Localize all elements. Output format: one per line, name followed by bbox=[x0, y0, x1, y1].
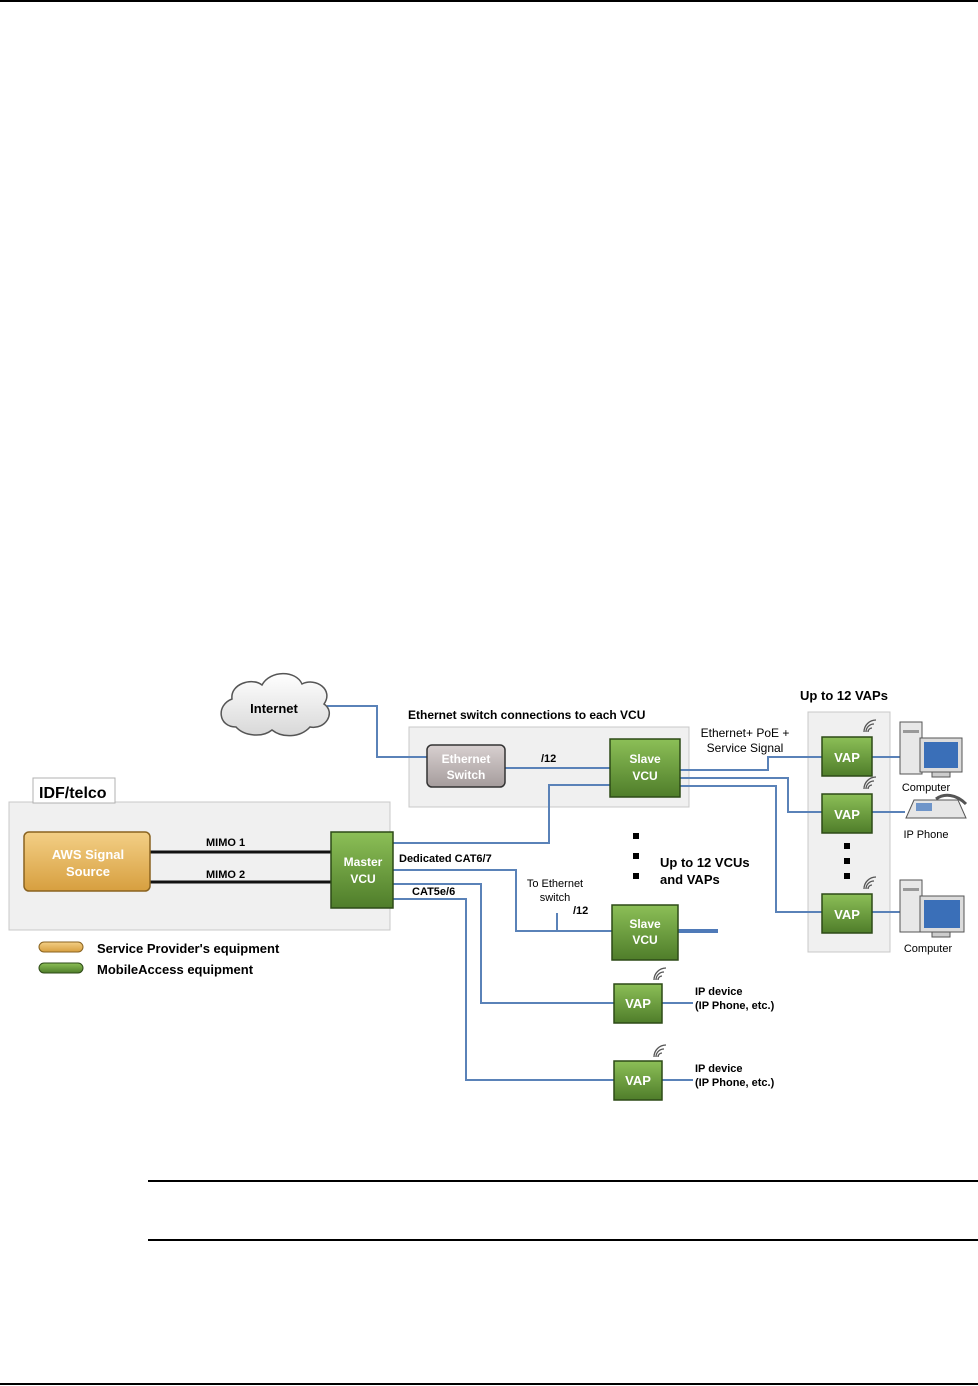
slave-to-vap1-line bbox=[680, 756, 822, 771]
legend-swatch-service-provider bbox=[38, 941, 84, 953]
aws-source-label-1: AWS Signal bbox=[52, 847, 124, 862]
ip-phone-label: IP Phone bbox=[903, 829, 948, 841]
vap-right-1: VAP bbox=[821, 736, 873, 777]
aws-source-label-2: Source bbox=[66, 864, 110, 879]
to-ethernet-switch-label-2: switch bbox=[540, 892, 571, 904]
wireless-signal-icon bbox=[653, 967, 667, 981]
ethernet-switch-box: Ethernet Switch bbox=[426, 744, 506, 788]
master-to-vap5-line bbox=[393, 898, 614, 1081]
to-ethernet-switch-label-1: To Ethernet bbox=[527, 878, 583, 890]
vap-right-3-label: VAP bbox=[834, 907, 860, 922]
mimo1-label: MIMO 1 bbox=[206, 837, 245, 849]
master-vcu-label-1: Master bbox=[344, 855, 383, 869]
up-to-12-vaps-title: Up to 12 VAPs bbox=[800, 688, 888, 703]
slave-vcu-bottom-label-2: VCU bbox=[632, 933, 657, 947]
vcu-ellipsis bbox=[633, 833, 639, 879]
wireless-signal-icon bbox=[863, 876, 877, 890]
internet-label: Internet bbox=[250, 701, 298, 716]
master-vcu-box: Master VCU bbox=[330, 831, 394, 909]
ethernet-switch-label-1: Ethernet bbox=[442, 752, 491, 766]
slash12-label-bottom: /12 bbox=[573, 905, 588, 917]
ip-device-label-1b: (IP Phone, etc.) bbox=[695, 1000, 775, 1012]
dedicated-cat-label: Dedicated CAT6/7 bbox=[399, 853, 492, 865]
slave-vcu-top: Slave VCU bbox=[609, 738, 681, 798]
wireless-signal-icon bbox=[863, 776, 877, 790]
slave-to-vap2-line bbox=[680, 777, 822, 813]
vap-right-2: VAP bbox=[821, 793, 873, 834]
note-top-rule bbox=[148, 1180, 978, 1182]
top-rule bbox=[0, 0, 978, 2]
slave-vcu-bottom: Slave VCU bbox=[611, 904, 679, 961]
ethernet-poe-label-2: Service Signal bbox=[707, 741, 784, 755]
master-vcu-label-2: VCU bbox=[350, 872, 375, 886]
slave-vcu-bottom-label-1: Slave bbox=[629, 917, 661, 931]
up-to-12-vcus-label-1: Up to 12 VCUs bbox=[660, 855, 750, 870]
vap-right-3: VAP bbox=[821, 893, 873, 934]
wireless-signal-icon bbox=[653, 1044, 667, 1058]
note-bottom-rule bbox=[148, 1239, 978, 1241]
mimo2-label: MIMO 2 bbox=[206, 869, 245, 881]
legend: Service Provider's equipment MobileAcces… bbox=[38, 941, 280, 977]
legend-service-provider-label: Service Provider's equipment bbox=[97, 941, 280, 956]
cat5-label: CAT5e/6 bbox=[412, 886, 455, 898]
master-to-slave2-line bbox=[393, 869, 612, 932]
master-to-vap4-line bbox=[393, 883, 614, 1004]
idf-tab bbox=[32, 777, 116, 804]
vap-bottom-1-label: VAP bbox=[625, 996, 651, 1011]
master-to-slave-line bbox=[393, 784, 610, 844]
legend-swatch-mobileaccess bbox=[38, 962, 84, 974]
ip-device-label-1a: IP device bbox=[695, 986, 743, 998]
internet-cloud: Internet bbox=[220, 672, 330, 737]
vap-ellipsis bbox=[844, 843, 850, 879]
up-to-12-vcus-label-2: and VAPs bbox=[660, 872, 720, 887]
internet-to-switch-line bbox=[327, 705, 427, 758]
computer-icon bbox=[899, 721, 963, 778]
legend-mobileaccess-label: MobileAccess equipment bbox=[97, 962, 254, 977]
switch-group-title: Ethernet switch connections to each VCU bbox=[408, 708, 645, 722]
ip-device-label-2b: (IP Phone, etc.) bbox=[695, 1077, 775, 1089]
computer-icon bbox=[899, 879, 965, 938]
wireless-signal-icon bbox=[863, 719, 877, 733]
slave-to-vap3-line bbox=[680, 785, 822, 913]
ip-device-label-2a: IP device bbox=[695, 1063, 743, 1075]
computer-label-1: Computer bbox=[902, 782, 951, 794]
connection-lines bbox=[327, 705, 905, 1081]
slave-vcu-top-label-1: Slave bbox=[629, 752, 661, 766]
computer-label-2: Computer bbox=[904, 943, 953, 955]
slave-vcu-top-label-2: VCU bbox=[632, 769, 657, 783]
aws-signal-source-box: AWS Signal Source bbox=[23, 831, 151, 892]
vap-bottom-2-label: VAP bbox=[625, 1073, 651, 1088]
ethernet-poe-label-1: Ethernet+ PoE + bbox=[701, 726, 790, 740]
idf-telco-label: IDF/telco bbox=[39, 785, 107, 802]
bottom-rule bbox=[0, 1383, 978, 1385]
vap-bottom-2: VAP bbox=[613, 1060, 663, 1101]
vap-bottom-1: VAP bbox=[613, 983, 663, 1024]
slash12-label-top: /12 bbox=[541, 753, 556, 765]
vap-right-1-label: VAP bbox=[834, 750, 860, 765]
vap-right-2-label: VAP bbox=[834, 807, 860, 822]
ip-phone-icon bbox=[905, 793, 968, 819]
ethernet-switch-label-2: Switch bbox=[447, 768, 486, 782]
